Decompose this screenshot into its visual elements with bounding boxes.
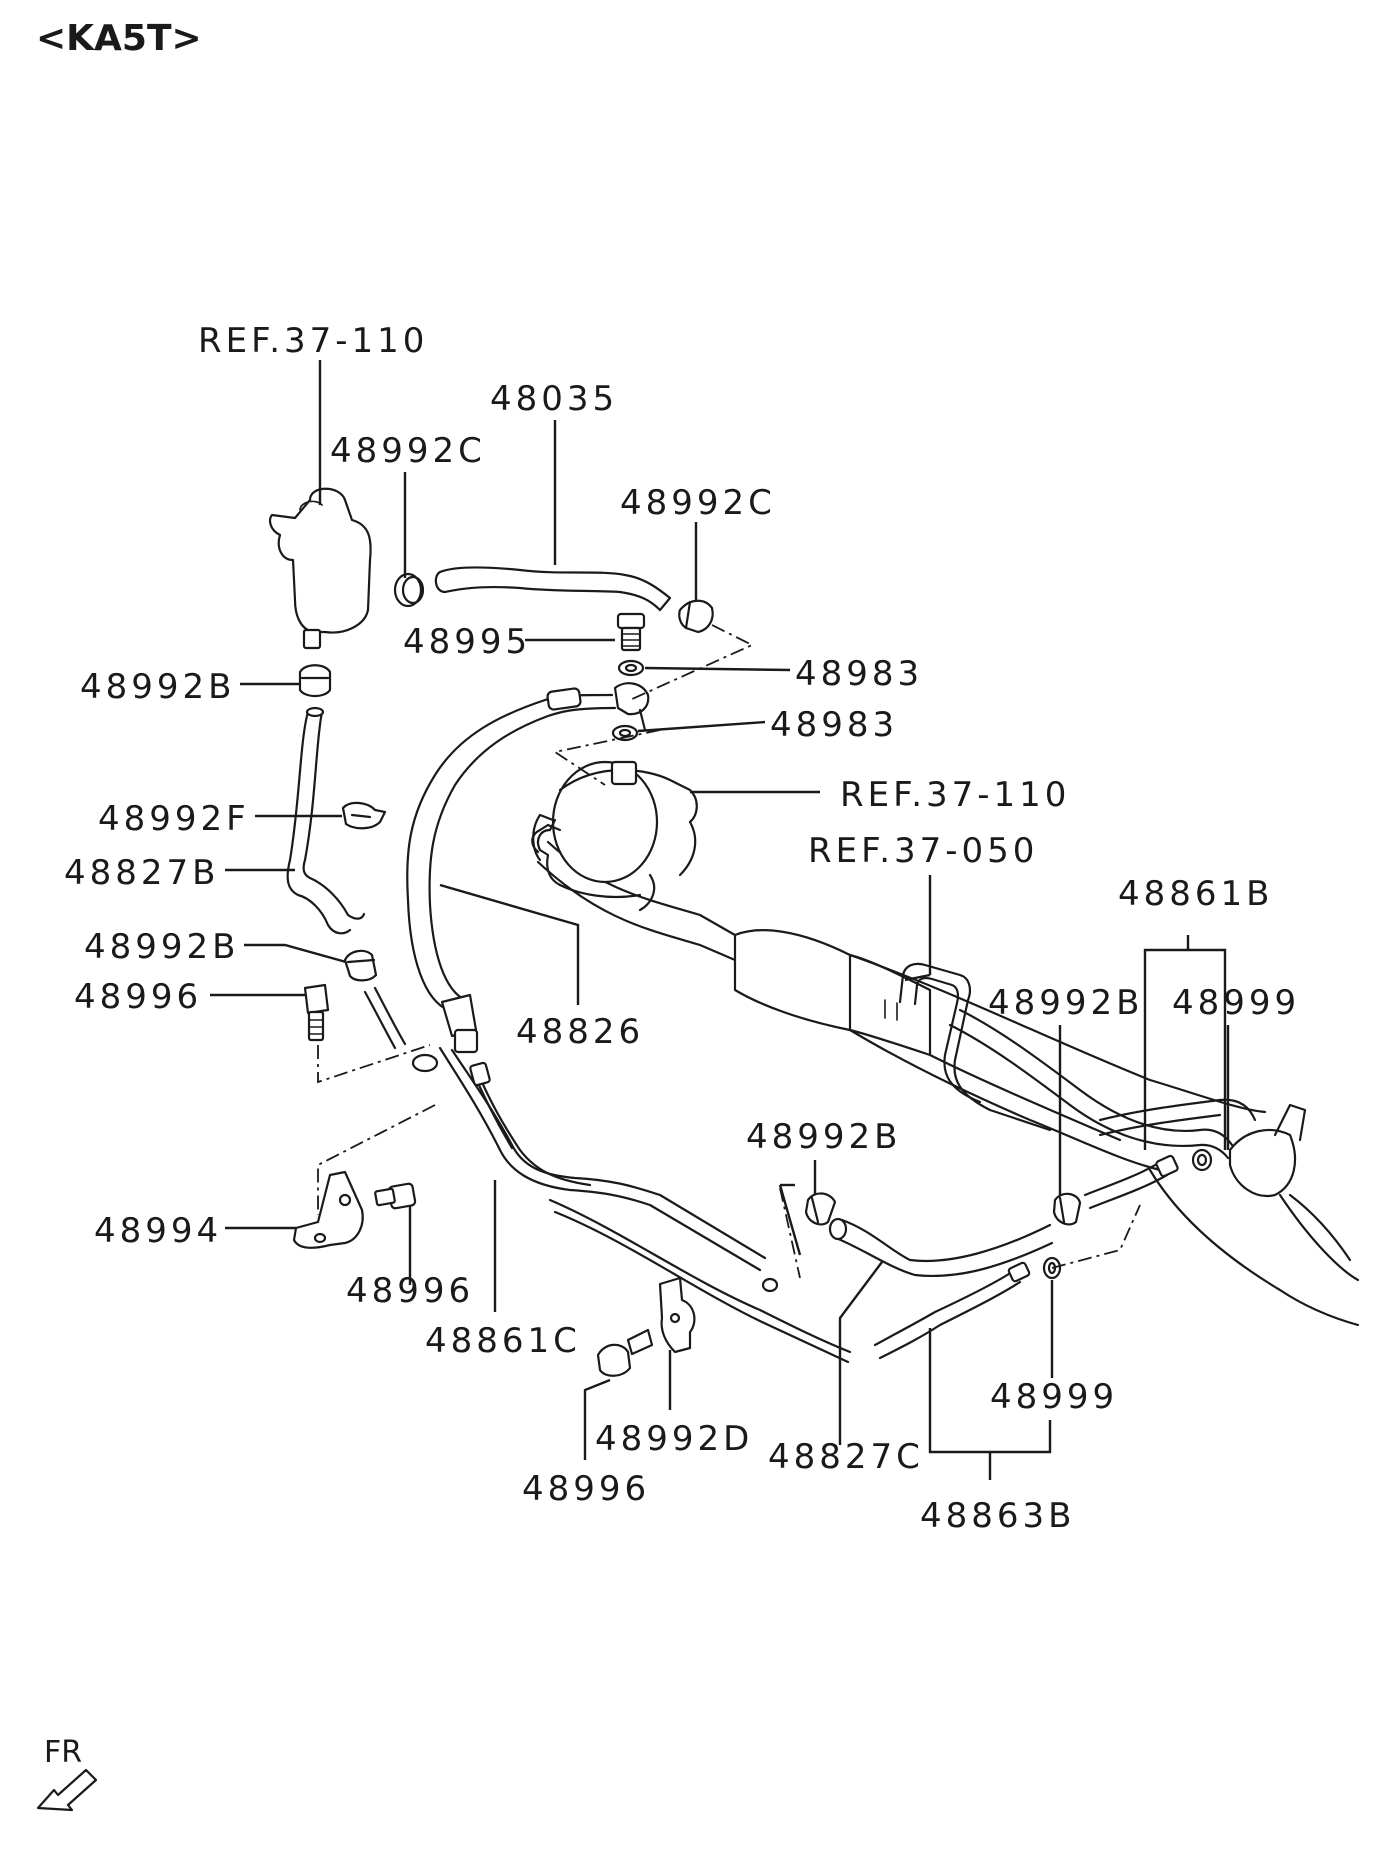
label-48999-bottom: 48999 bbox=[990, 1377, 1118, 1417]
label-48999-top: 48999 bbox=[1172, 983, 1300, 1023]
clamp-48992c-left bbox=[393, 572, 425, 608]
fr-label: FR bbox=[44, 1735, 82, 1770]
clamp-48992b-mid bbox=[343, 949, 378, 982]
pressure-hose-48826 bbox=[406, 687, 617, 1054]
steering-gear-assembly bbox=[536, 840, 1360, 1327]
label-48992d: 48992D bbox=[595, 1419, 753, 1459]
bracket-48994 bbox=[292, 1170, 364, 1249]
pipe-assembly-48861c bbox=[411, 1046, 852, 1364]
label-48826: 48826 bbox=[516, 1012, 644, 1052]
label-48992f: 48992F bbox=[98, 799, 250, 839]
banjo-fitting bbox=[613, 682, 650, 732]
label-48992c-right: 48992C bbox=[620, 483, 776, 523]
label-ref-37-110-top: REF.37-110 bbox=[198, 321, 428, 361]
label-48996-bottom: 48996 bbox=[522, 1469, 650, 1509]
return-hose-48827b bbox=[286, 706, 366, 935]
label-48996-bracket: 48996 bbox=[346, 1271, 474, 1311]
label-48992b-center: 48992B bbox=[746, 1117, 901, 1157]
suction-hose-48035 bbox=[434, 566, 672, 612]
power-steering-pump bbox=[531, 760, 698, 912]
label-48996-left: 48996 bbox=[74, 977, 202, 1017]
hose-48827c bbox=[828, 1217, 1054, 1278]
label-ref-37-110-pump: REF.37-110 bbox=[840, 775, 1070, 815]
label-48992b-top: 48992B bbox=[80, 667, 235, 707]
label-48861c: 48861C bbox=[425, 1321, 581, 1361]
label-48992b-right: 48992B bbox=[988, 983, 1143, 1023]
clamp-48992d bbox=[658, 1276, 696, 1354]
label-48035: 48035 bbox=[490, 379, 618, 419]
bolt-48996-left bbox=[303, 983, 330, 1042]
clamp-48992b-top bbox=[298, 664, 332, 698]
part-labels: REF.37-110 48035 48992C 48992C 48995 489… bbox=[64, 321, 1300, 1536]
clamp-48992f bbox=[341, 801, 387, 830]
label-48861b: 48861B bbox=[1118, 874, 1273, 914]
reservoir-tank bbox=[269, 487, 372, 650]
label-48994: 48994 bbox=[94, 1211, 222, 1251]
clamp-48992b-center bbox=[804, 1192, 837, 1226]
label-ref-37-050: REF.37-050 bbox=[808, 831, 1038, 871]
clamp-48992b-right bbox=[1052, 1192, 1082, 1226]
label-48983-top: 48983 bbox=[795, 654, 923, 694]
label-48992c-left: 48992C bbox=[330, 431, 486, 471]
leader-lines bbox=[210, 360, 1230, 1480]
model-code-title: <KA5T> bbox=[36, 18, 202, 59]
pipe-48863b bbox=[873, 1256, 1062, 1360]
washer-48983-top bbox=[617, 659, 645, 677]
front-direction-indicator: FR bbox=[36, 1735, 98, 1812]
return-pipe-stub bbox=[363, 986, 407, 1050]
pipe-48861b bbox=[1083, 1148, 1213, 1210]
bolt-48996-bottom bbox=[596, 1328, 654, 1377]
bolt-48996-bracket bbox=[374, 1182, 417, 1210]
front-arrow-icon bbox=[36, 1768, 98, 1812]
label-48827c: 48827C bbox=[768, 1437, 924, 1477]
label-48983-bottom: 48983 bbox=[770, 705, 898, 745]
label-48827b: 48827B bbox=[64, 853, 219, 893]
alignment-lines bbox=[317, 624, 1141, 1279]
clamp-48992c-right bbox=[678, 599, 714, 634]
label-48995: 48995 bbox=[403, 622, 531, 662]
label-48992b-mid: 48992B bbox=[84, 927, 239, 967]
label-48863b: 48863B bbox=[920, 1496, 1075, 1536]
bolt-48995 bbox=[616, 612, 646, 652]
